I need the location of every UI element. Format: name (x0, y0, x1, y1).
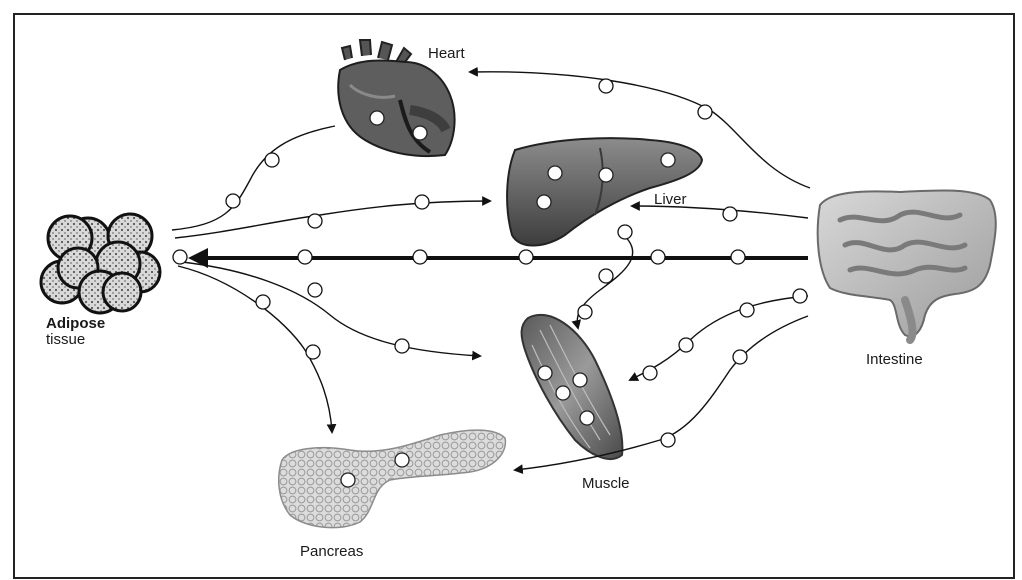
pancreas-label: Pancreas (300, 543, 363, 560)
path-marker (308, 283, 322, 297)
path-marker (731, 250, 745, 264)
organ-marker (599, 168, 613, 182)
organ-marker (341, 473, 355, 487)
path-marker (651, 250, 665, 264)
path-marker (519, 250, 533, 264)
path-marker (256, 295, 270, 309)
path-marker (679, 338, 693, 352)
path-marker (578, 305, 592, 319)
path-marker (740, 303, 754, 317)
muscle-label: Muscle (582, 475, 630, 492)
adipose-label-line2: tissue (46, 331, 85, 348)
organ-marker (661, 153, 675, 167)
path-marker (733, 350, 747, 364)
path-marker (643, 366, 657, 380)
adipose-label-line1: Adipose (46, 315, 105, 332)
path-marker (395, 339, 409, 353)
organ-marker (413, 126, 427, 140)
path-marker (308, 214, 322, 228)
liver-label: Liver (654, 191, 687, 208)
organ-marker (580, 411, 594, 425)
path-marker (173, 250, 187, 264)
path-marker (413, 250, 427, 264)
path-marker (618, 225, 632, 239)
path-marker (599, 269, 613, 283)
path-marker (265, 153, 279, 167)
organ-marker (538, 366, 552, 380)
organ-marker (537, 195, 551, 209)
path-marker (793, 289, 807, 303)
organ-marker (395, 453, 409, 467)
path-marker (599, 79, 613, 93)
path-marker (306, 345, 320, 359)
organ-marker (548, 166, 562, 180)
organ-marker (573, 373, 587, 387)
path-marker (723, 207, 737, 221)
organ-marker (370, 111, 384, 125)
path-marker (298, 250, 312, 264)
heart-label: Heart (428, 45, 466, 62)
path-marker (698, 105, 712, 119)
intestine-label: Intestine (866, 351, 923, 368)
organ-marker (556, 386, 570, 400)
path-marker (415, 195, 429, 209)
path-marker (226, 194, 240, 208)
path-marker (661, 433, 675, 447)
